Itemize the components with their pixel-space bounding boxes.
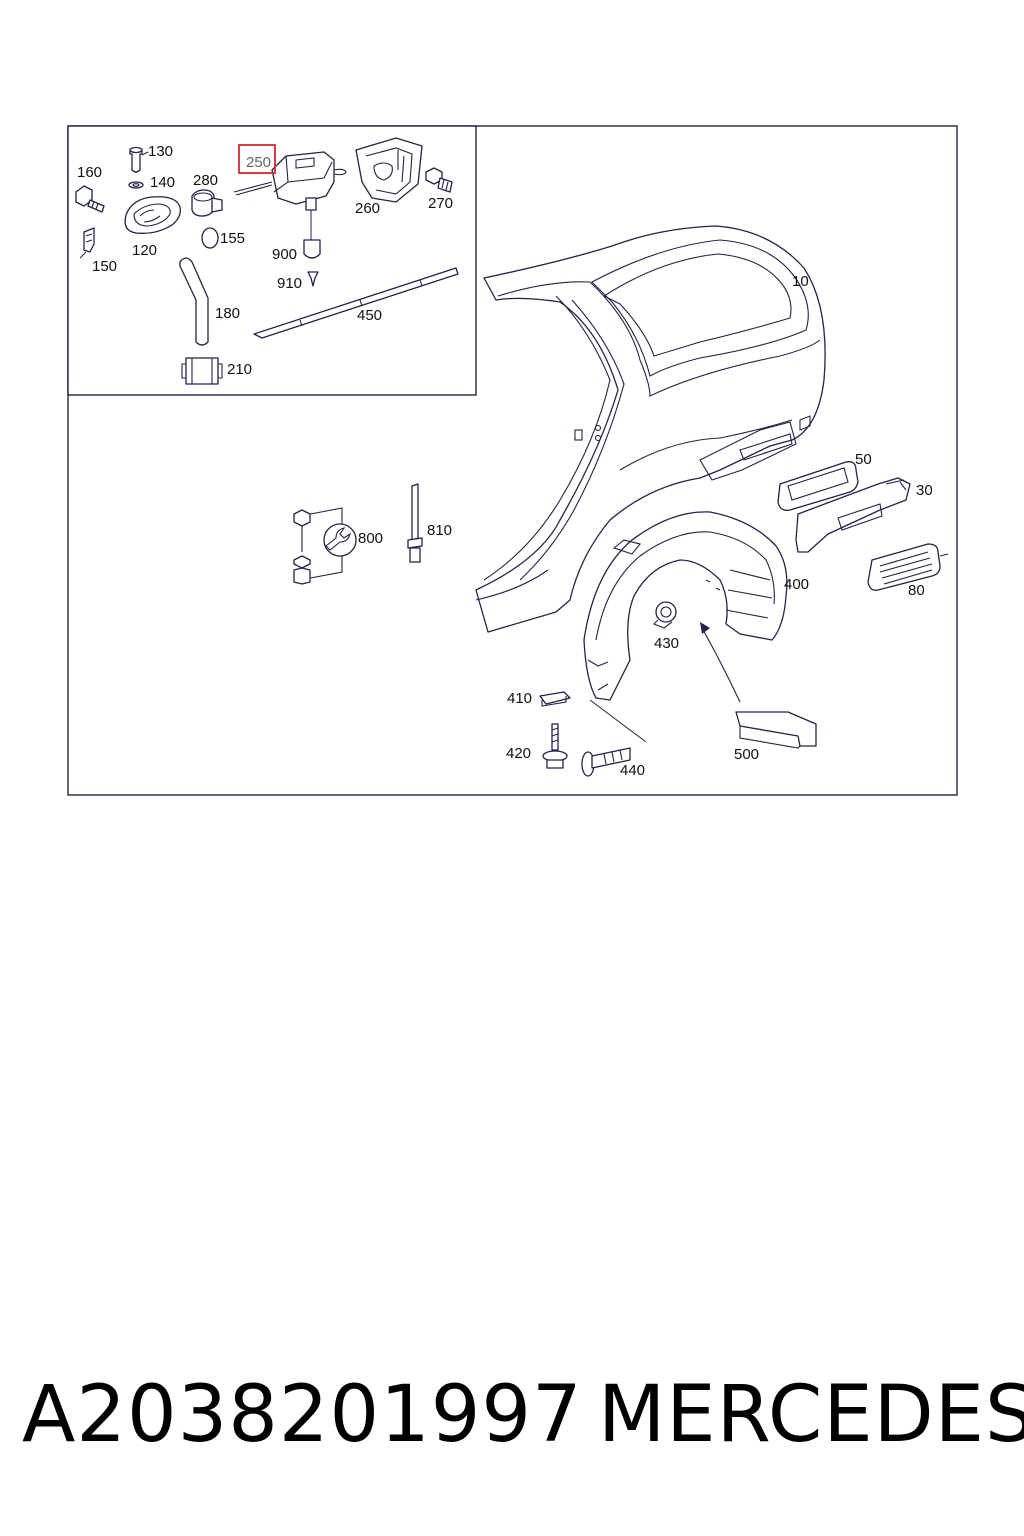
- assembly-arrow-head: [700, 622, 710, 634]
- part-430-nut: [653, 601, 677, 629]
- callout-130: 130: [148, 143, 173, 160]
- part-280-grommet: [191, 189, 223, 217]
- callout-160: 160: [77, 164, 102, 181]
- callout-420: 420: [506, 745, 531, 762]
- callout-50: 50: [855, 451, 872, 468]
- callout-210: 210: [227, 361, 252, 378]
- part-10-side-panel: [475, 225, 826, 633]
- part-420-screw: [542, 723, 568, 769]
- part-450-seal-strip: [253, 267, 459, 339]
- callout-140: 140: [150, 174, 175, 191]
- part-410-clip: [539, 691, 571, 707]
- part-number-text: A2038201997: [22, 1370, 583, 1460]
- part-250-actuator: [233, 151, 347, 240]
- part-120-fuel-flap-housing: [124, 196, 181, 234]
- part-800-bolt: [293, 507, 357, 585]
- part-130-cap: [129, 146, 149, 173]
- part-270-screw: [425, 167, 453, 193]
- callout-260: 260: [355, 200, 380, 217]
- callout-180: 180: [215, 305, 240, 322]
- part-180-hose: [179, 257, 209, 346]
- part-910-fastener: [307, 271, 319, 287]
- part-80-vent: [867, 543, 949, 591]
- callout-270: 270: [428, 195, 453, 212]
- part-810-stud: [407, 483, 423, 563]
- callout-150: 150: [92, 258, 117, 275]
- part-210-clamp: [181, 357, 223, 385]
- callout-120: 120: [132, 242, 157, 259]
- part-140-washer: [128, 181, 144, 189]
- part-160-bolt: [75, 185, 105, 213]
- part-155-o-ring: [201, 227, 219, 249]
- callout-810: 810: [427, 522, 452, 539]
- callout-900: 900: [272, 246, 297, 263]
- callout-155: 155: [220, 230, 245, 247]
- part-440-leader: [589, 699, 647, 743]
- callout-450: 450: [357, 307, 382, 324]
- callout-250: 250: [246, 154, 271, 171]
- callout-430: 430: [654, 635, 679, 652]
- callout-280: 280: [193, 172, 218, 189]
- callout-30: 30: [916, 482, 933, 499]
- callout-10: 10: [792, 273, 809, 290]
- part-500-foam-block: [735, 711, 817, 749]
- callout-440: 440: [620, 762, 645, 779]
- diagram-frame: [67, 125, 958, 796]
- callout-800: 800: [358, 530, 383, 547]
- part-260-bracket: [355, 137, 423, 203]
- part-150-clip: [79, 227, 95, 259]
- part-30-bracket: [795, 477, 911, 553]
- part-50-gasket: [777, 461, 859, 511]
- highlight-box-250: [238, 144, 276, 174]
- callout-80: 80: [908, 582, 925, 599]
- callout-400: 400: [784, 576, 809, 593]
- part-440-push-pin: [581, 747, 631, 777]
- callout-910: 910: [277, 275, 302, 292]
- assembly-arrow: [701, 627, 741, 703]
- callout-500: 500: [734, 746, 759, 763]
- part-400-wheel-liner: [583, 511, 788, 701]
- brand-text: MERCEDES: [598, 1370, 1024, 1460]
- caption: A2038201997 MERCEDES: [0, 1370, 1024, 1480]
- callout-410: 410: [507, 690, 532, 707]
- part-900-plug: [303, 239, 321, 259]
